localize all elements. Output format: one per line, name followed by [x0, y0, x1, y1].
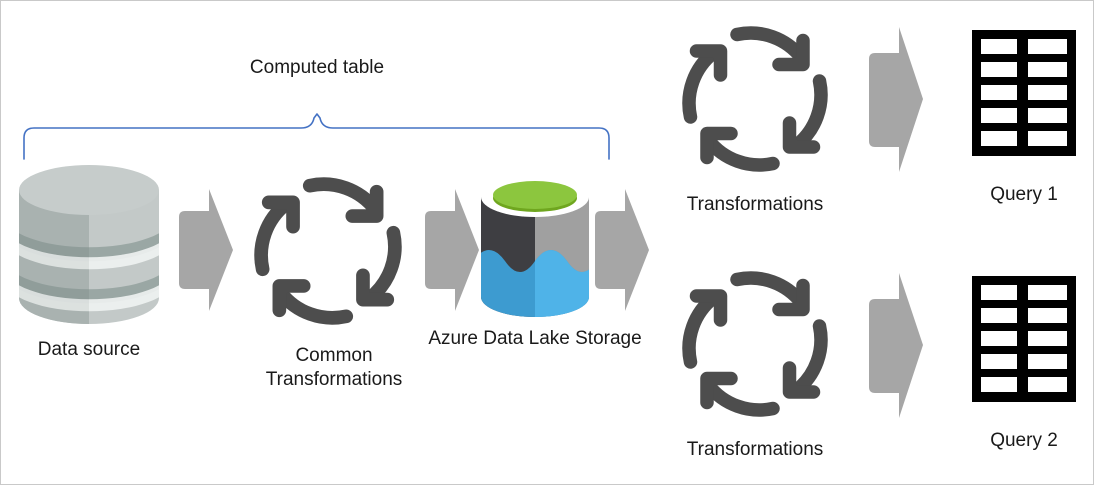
query-2-label: Query 2 [990, 430, 1058, 451]
transformations-cycle-icon [682, 26, 828, 172]
block-arrow-right-icon [179, 189, 233, 311]
transformations-cycle-icon [254, 177, 402, 325]
common-transformations-label-text: Common Transformations [265, 345, 403, 390]
query-1-label: Query 1 [990, 184, 1058, 205]
block-arrow-right-icon [595, 189, 649, 311]
transformations-2-label: Transformations [686, 439, 824, 460]
block-arrow-right-icon [869, 27, 923, 172]
table-grid-icon [972, 30, 1076, 156]
common-transformations-label: Common Transformations [248, 344, 420, 392]
database-cylinder-icon [19, 165, 159, 324]
block-arrow-right-icon [425, 189, 479, 311]
azure-data-lake-storage-label: Azure Data Lake Storage [428, 328, 642, 349]
transformations-1-label: Transformations [686, 194, 824, 215]
table-grid-icon [972, 276, 1076, 402]
computed-table-label: Computed table [249, 57, 385, 78]
azure-data-lake-storage-icon [481, 177, 589, 317]
data-source-label: Data source [37, 339, 141, 360]
block-arrow-right-icon [869, 273, 923, 418]
transformations-cycle-icon [682, 271, 828, 417]
computed-table-bracket [23, 113, 610, 160]
